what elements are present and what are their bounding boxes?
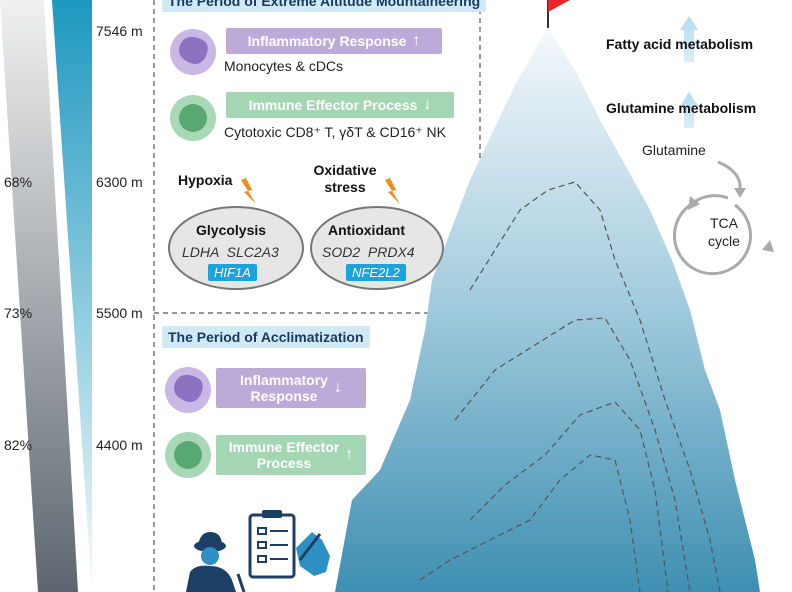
contour-line-4 [419, 454, 641, 592]
percent-label-82: 82% [4, 437, 33, 453]
contour-line-2 [454, 317, 691, 592]
mountain-shape [335, 28, 760, 592]
altitude-wedge [52, 0, 92, 592]
oxidative-lightning-icon [385, 178, 400, 204]
fatty-acid-label: Fatty acid metabolism [606, 36, 754, 52]
altitude-label-4400: 4400 m [96, 437, 143, 453]
glutamine-feed-arrow [717, 160, 742, 191]
contour-line-1 [469, 181, 721, 592]
immune-cells-text: Cytotoxic CD8⁺ T, γδT & CD16⁺ NK [224, 124, 447, 140]
fatty-acid-up-arrow [680, 16, 698, 62]
glutamine-label: Glutamine [642, 142, 706, 158]
monocyte-cell-icon [170, 29, 216, 75]
altitude-label-7546: 7546 m [96, 23, 143, 39]
hypoxia-lightning-icon [241, 178, 256, 204]
nfe2l2-badge: NFE2L2 [346, 264, 406, 281]
glutamine-metabolism-label: Glutamine metabolism [606, 100, 757, 116]
inflammatory-response-pill: Inflammatory Response↑ [226, 28, 442, 54]
acclimatization-period-title: The Period of Acclimatization [162, 326, 370, 348]
glycolysis-genes: LDHA SLC2A3 [182, 244, 279, 260]
percent-label-73: 73% [4, 305, 33, 321]
tca-cycle-arc [673, 203, 752, 276]
monocyte-cell-icon-acclim [165, 367, 211, 413]
altitude-label-6300: 6300 m [96, 174, 143, 190]
glycolysis-label: Glycolysis [196, 222, 267, 238]
clipboard-icon [248, 510, 296, 579]
altitude-label-5500: 5500 m [96, 305, 143, 321]
contour-line-3 [469, 401, 669, 592]
immune-cell-icon-acclim [165, 432, 211, 478]
hiker-icon [186, 532, 246, 592]
summit-flag [548, 0, 570, 12]
hypoxia-label: Hypoxia [178, 172, 233, 188]
hif1a-badge: HIF1A [208, 264, 257, 281]
oxidative-stress-label: Oxidative stress [313, 162, 377, 195]
immune-effector-pill: Immune Effector Process↓ [226, 92, 454, 118]
percent-label-68: 68% [4, 174, 33, 190]
cytotoxic-cell-icon [170, 95, 216, 141]
glutamine-up-arrow [680, 92, 698, 128]
extreme-period-title: The Period of Extreme Altitude Mountaine… [162, 0, 487, 12]
antioxidant-label: Antioxidant [328, 222, 405, 238]
oxygen-saturation-wedge [0, 0, 78, 592]
inflammatory-cells-text: Monocytes & cDCs [224, 58, 344, 74]
antioxidant-genes: SOD2 PRDX4 [322, 244, 415, 260]
hand-with-pen-icon [296, 532, 330, 576]
